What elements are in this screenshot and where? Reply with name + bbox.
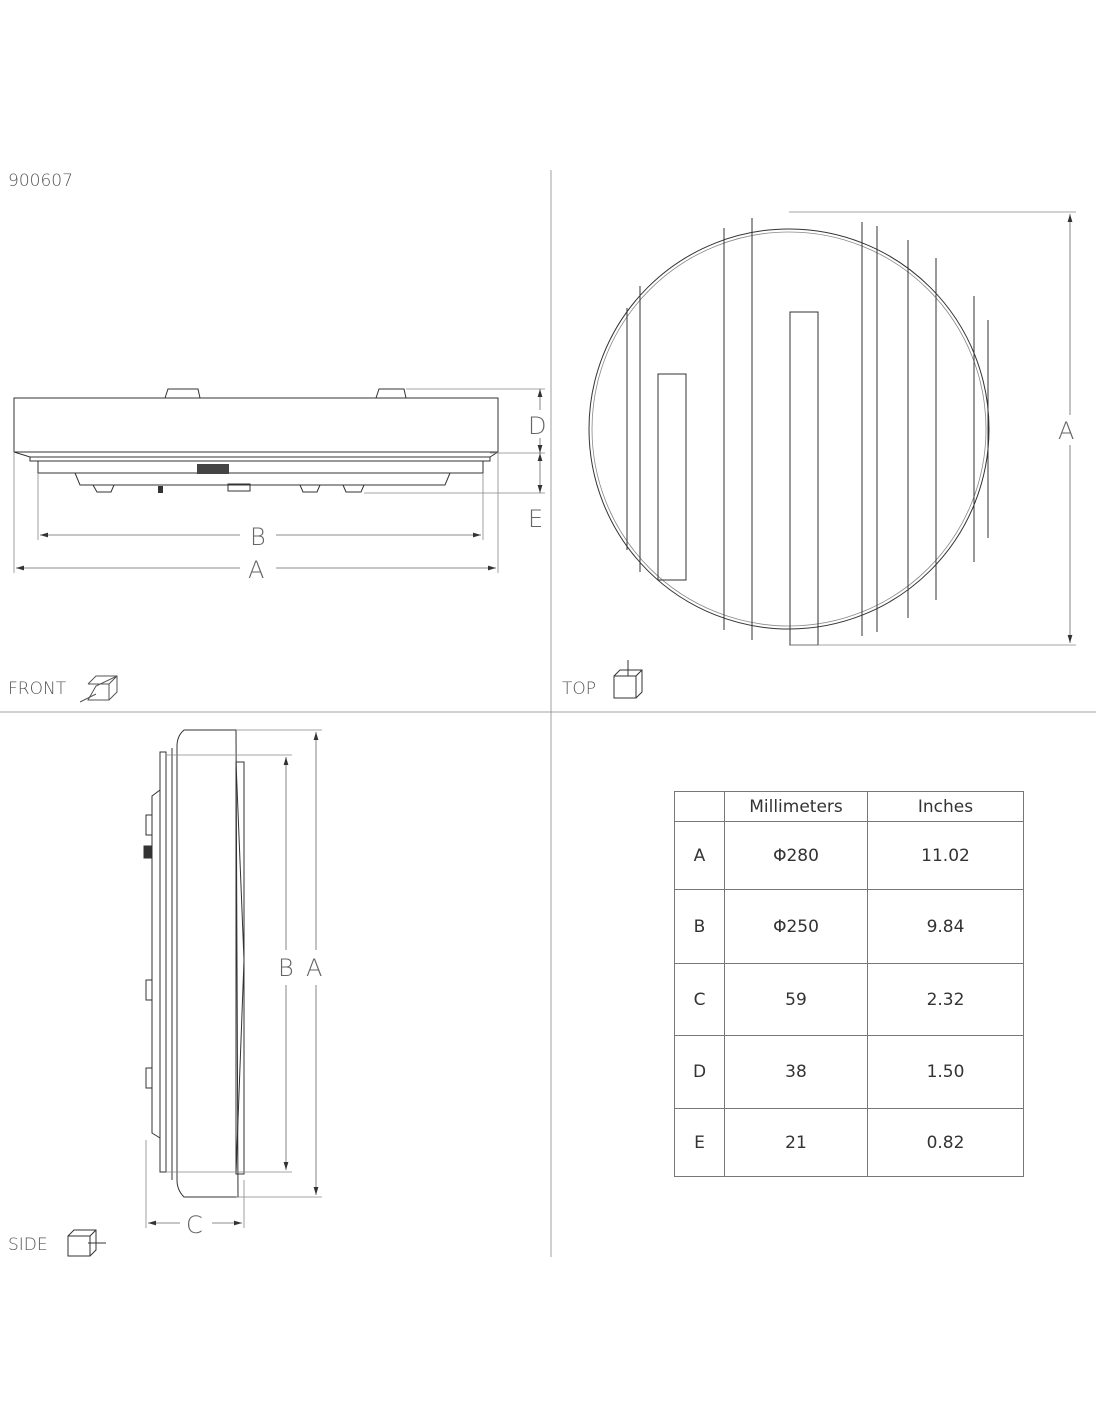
row-inches: 11.02 (867, 821, 1024, 890)
row-key: E (674, 1108, 725, 1177)
front-view: D E B A (13, 388, 546, 584)
side-view (143, 729, 245, 1198)
row-key: C (674, 963, 725, 1036)
side-dimension-label-b: B (278, 954, 294, 982)
row-mm: 38 (724, 1035, 868, 1109)
row-inches: 0.82 (867, 1108, 1024, 1177)
row-key: B (674, 889, 725, 964)
table-header-empty (674, 791, 725, 822)
table-row: B Φ250 9.84 (674, 889, 1024, 964)
table-header-row: Millimeters Inches (674, 791, 1024, 822)
product-code: 900607 (8, 171, 73, 191)
front-view-cube-icon (79, 675, 118, 703)
row-mm: Φ250 (724, 889, 868, 964)
dimension-label-d: D (528, 412, 546, 440)
side-view-cube-icon (67, 1229, 106, 1257)
row-mm: 59 (724, 963, 868, 1036)
row-mm: Φ280 (724, 821, 868, 890)
top-view-cube-icon (613, 660, 643, 699)
row-mm: 21 (724, 1108, 868, 1177)
row-inches: 2.32 (867, 963, 1024, 1036)
row-key: A (674, 821, 725, 890)
side-dimension-label-a: A (306, 954, 322, 982)
row-key: D (674, 1035, 725, 1109)
dimensions-table: Millimeters Inches A Φ280 11.02 B Φ250 9… (674, 791, 1024, 1177)
table-row: D 38 1.50 (674, 1035, 1024, 1109)
top-dimension-label-a: A (1058, 417, 1074, 445)
top-view-label: TOP (562, 679, 596, 699)
top-view: A (588, 211, 1076, 646)
table-row: A Φ280 11.02 (674, 821, 1024, 890)
table-header-inches: Inches (867, 791, 1024, 822)
dimension-label-e: E (528, 505, 543, 533)
row-inches: 1.50 (867, 1035, 1024, 1109)
side-dimension-label-c: C (186, 1211, 203, 1239)
dimension-label-b: B (250, 523, 266, 551)
side-view-label: SIDE (8, 1235, 48, 1255)
table-header-mm: Millimeters (724, 791, 868, 822)
table-row: C 59 2.32 (674, 963, 1024, 1036)
row-inches: 9.84 (867, 889, 1024, 964)
front-view-label: FRONT (8, 679, 67, 699)
table-row: E 21 0.82 (674, 1108, 1024, 1177)
dimension-label-a: A (248, 556, 264, 584)
